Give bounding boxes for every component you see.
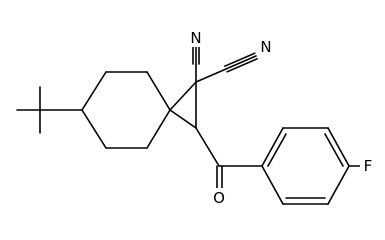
nitrile-2-single-bond — [195, 68, 227, 83]
cyclopropane-bond — [169, 81, 197, 111]
cyclohexane-bond — [81, 109, 107, 149]
cyclohexane-bond — [146, 109, 171, 149]
cyclohexane-bond — [146, 71, 171, 111]
cyclohexane-bond — [81, 71, 107, 111]
bonds — [16, 45, 361, 205]
fluorine-label: F — [364, 157, 373, 175]
phenyl-bond — [261, 165, 284, 205]
nitrile-2-triple-bond — [224, 52, 256, 67]
phenyl-bond — [327, 127, 350, 167]
phenyl-inner-double-bond — [267, 133, 287, 167]
phenyl-bond — [261, 127, 284, 167]
cyclopropane-to-carbonyl-bond — [195, 127, 220, 167]
nitrile-2-triple-bond — [226, 57, 259, 73]
nitrile-n1-label: N — [190, 29, 201, 47]
phenyl-bond — [327, 165, 350, 205]
chemical-structure: N N O F — [16, 27, 376, 207]
nitrile-2-triple-bond — [225, 55, 257, 70]
cyclopropane-bond — [169, 109, 197, 129]
nitrile-n2-label: N — [260, 38, 271, 56]
atom-labels: N N O F — [187, 27, 376, 207]
carbonyl-oxygen-label: O — [213, 189, 225, 207]
phenyl-inner-double-bond — [324, 133, 344, 167]
